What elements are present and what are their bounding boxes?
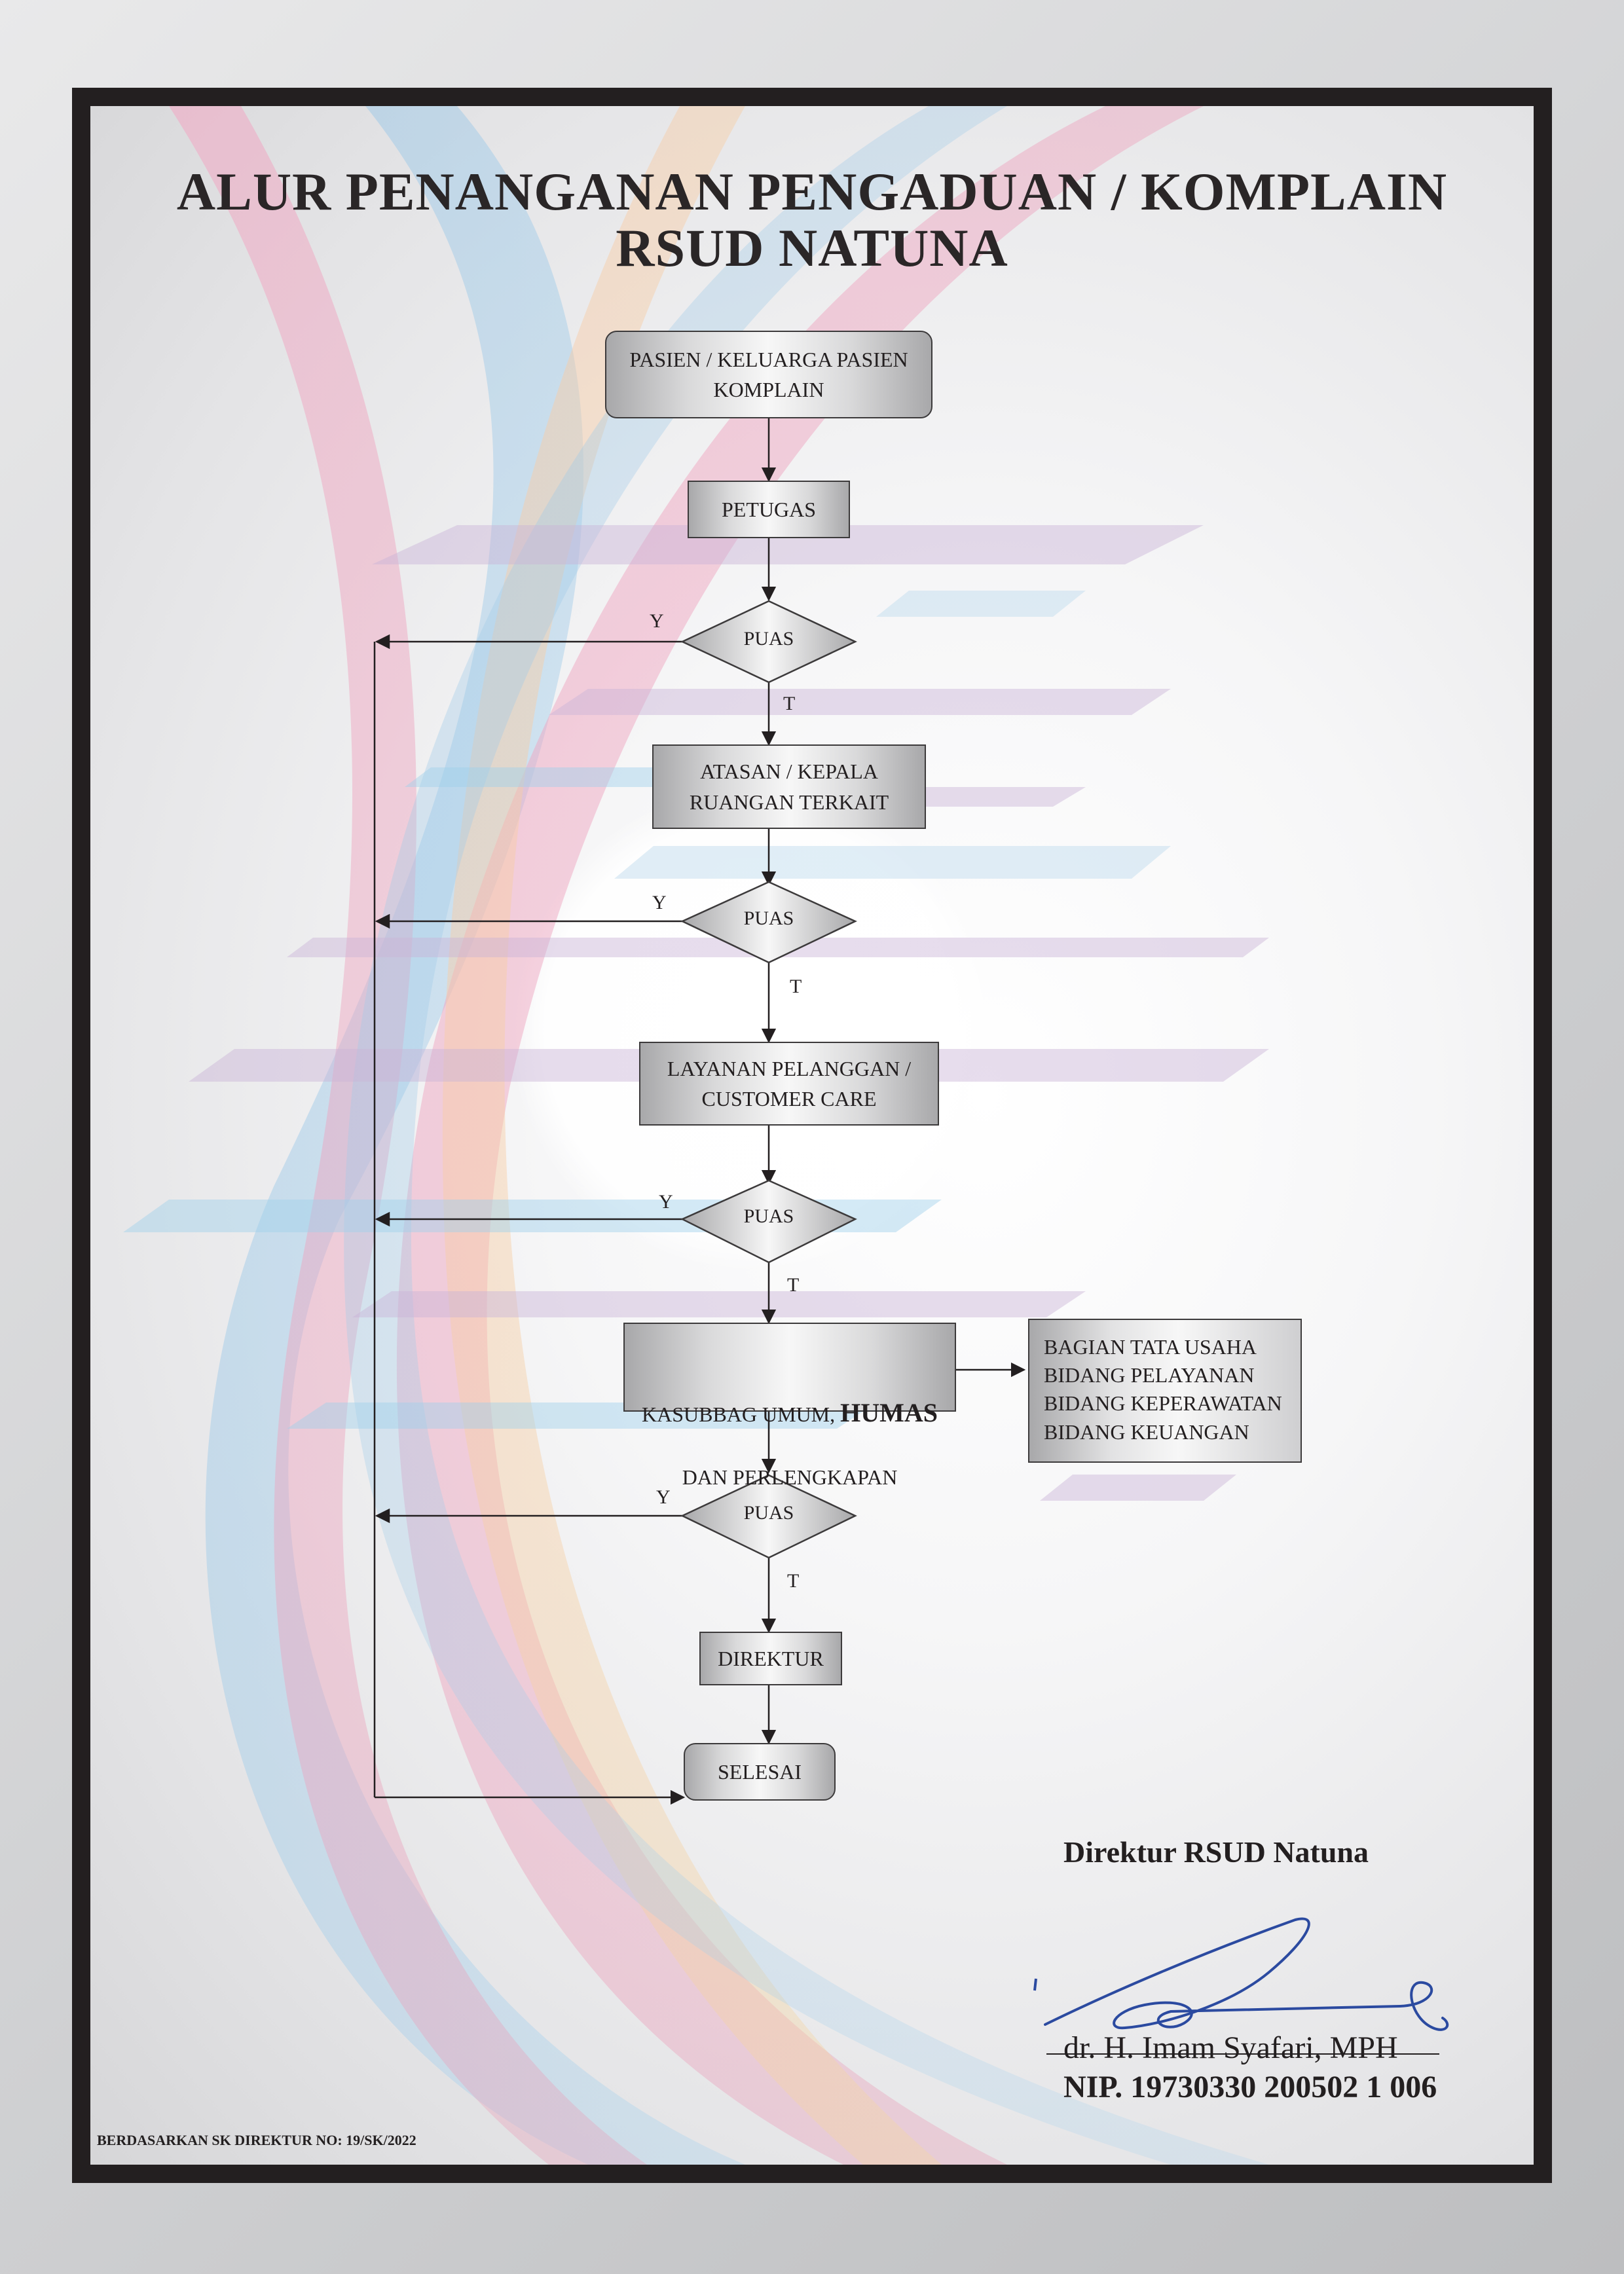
title-line-1: ALUR PENANGANAN PENGADUAN / KOMPLAIN bbox=[176, 162, 1448, 221]
layanan-node: LAYANAN PELANGGAN / CUSTOMER CARE bbox=[639, 1042, 939, 1126]
bagian-item: BAGIAN TATA USAHA bbox=[1044, 1335, 1257, 1359]
signatory-name: dr. H. Imam Syafari, MPH bbox=[1063, 2030, 1398, 2065]
bagian-item: BIDANG KEUANGAN bbox=[1044, 1420, 1249, 1444]
kasubbag-prefix: KASUBBAG UMUM, bbox=[641, 1402, 841, 1426]
title-line-2: RSUD NATUNA bbox=[616, 218, 1008, 278]
background-decoration bbox=[123, 106, 1269, 2165]
no-label-4: T bbox=[787, 1570, 800, 1592]
start-node: PASIEN / KELUARGA PASIEN KOMPLAIN bbox=[605, 331, 932, 418]
poster-frame: ALUR PENANGANAN PENGADUAN / KOMPLAIN RSU… bbox=[72, 88, 1552, 2183]
end-node: SELESAI bbox=[684, 1743, 836, 1801]
yes-label-1: Y bbox=[650, 610, 664, 632]
decision-diamond-1 bbox=[680, 600, 857, 684]
flowchart-connectors bbox=[373, 418, 1026, 1805]
kasubbag-humas: HUMAS bbox=[840, 1397, 938, 1427]
signatory-position: Direktur RSUD Natuna bbox=[1063, 1835, 1369, 1869]
atasan-node: ATASAN / KEPALA RUANGAN TERKAIT bbox=[652, 744, 926, 829]
no-label-1: T bbox=[783, 693, 796, 714]
yes-label-3: Y bbox=[659, 1191, 673, 1213]
bagian-item: BIDANG PELAYANAN bbox=[1044, 1363, 1255, 1387]
decision-diamond-3 bbox=[680, 1179, 857, 1264]
decision-label-2: PUAS bbox=[743, 908, 794, 929]
bagian-node: BAGIAN TATA USAHA BIDANG PELAYANAN BIDAN… bbox=[1028, 1319, 1302, 1463]
petugas-node: PETUGAS bbox=[688, 481, 850, 538]
signature-image bbox=[1033, 1917, 1449, 2055]
bagian-item: BIDANG KEPERAWATAN bbox=[1044, 1391, 1282, 1416]
yes-label-4: Y bbox=[656, 1486, 671, 1508]
decision-diamond-4 bbox=[680, 1474, 857, 1559]
direktur-node: DIREKTUR bbox=[699, 1632, 842, 1685]
kasubbag-node: KASUBBAG UMUM, HUMAS DAN PERLENGKAPAN bbox=[623, 1323, 956, 1489]
decision-label-4: PUAS bbox=[743, 1502, 794, 1524]
no-label-2: T bbox=[790, 976, 802, 997]
footer-reference: BERDASARKAN SK DIREKTUR NO: 19/SK/2022 bbox=[97, 2132, 416, 2148]
kasubbag-line-1: KASUBBAG UMUM, HUMAS bbox=[631, 1363, 948, 1431]
decision-label-1: PUAS bbox=[743, 628, 794, 650]
decision-diamond-2 bbox=[680, 881, 857, 964]
decision-label-3: PUAS bbox=[743, 1205, 794, 1227]
yes-label-2: Y bbox=[652, 892, 667, 913]
no-label-3: T bbox=[787, 1274, 800, 1296]
signatory-nip: NIP. 19730330 200502 1 006 bbox=[1063, 2070, 1437, 2104]
kasubbag-line-2: DAN PERLENGKAPAN bbox=[682, 1465, 898, 1490]
